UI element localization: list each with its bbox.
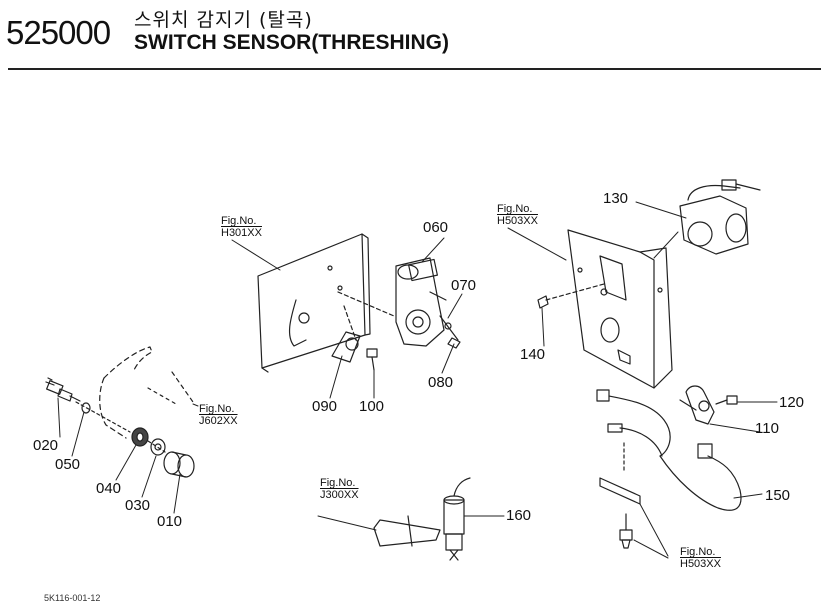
mounting-plate-h503: [567, 229, 673, 389]
part-120-bolt-drawing: [715, 395, 738, 405]
part-label-160: 160: [506, 507, 532, 524]
bottom-bolt-drawing: [619, 513, 633, 549]
part-label-130: 130: [603, 190, 629, 207]
part-030-washer-drawing: [150, 438, 166, 456]
figure-ref-j300: Fig.No. J300XX: [320, 477, 359, 501]
figure-ref-h301: Fig.No. H301XX: [221, 215, 262, 239]
document-id: 5K116-001-12: [44, 593, 101, 603]
part-100-screw-drawing: [366, 348, 378, 371]
diagram-title-korean: 스위치 감지기 (탈곡): [134, 9, 313, 31]
part-040-nut-drawing: [131, 427, 149, 447]
left-group-axis: [75, 401, 166, 453]
part-label-090: 090: [312, 398, 338, 415]
part-090-arm-drawing: [331, 331, 361, 363]
part-130-motor-drawing: [679, 179, 761, 255]
part-150-harness-drawing: [596, 389, 742, 511]
diagram-title-english: SWITCH SENSOR(THRESHING): [134, 31, 449, 54]
part-label-110: 110: [755, 420, 779, 437]
bracket-outline-j602: [99, 346, 194, 439]
bracket-plate-h301: [257, 233, 371, 373]
part-label-150: 150: [765, 487, 791, 504]
part-label-050: 050: [55, 456, 81, 473]
part-020-sensor-drawing: [45, 377, 81, 402]
part-label-060: 060: [423, 219, 449, 236]
leader-lines: [57, 201, 778, 559]
part-label-080: 080: [428, 374, 454, 391]
part-010-cap-drawing: [163, 451, 195, 478]
part-110-switch-drawing: [679, 385, 715, 425]
part-140-bolt-drawing: [537, 283, 605, 309]
part-label-120: 120: [779, 394, 805, 411]
header-rule: [8, 68, 821, 70]
part-160-sensor-drawing: [443, 477, 471, 561]
figure-ref-h503-top: Fig.No. H503XX: [497, 203, 538, 227]
part-label-020: 020: [33, 437, 59, 454]
center-group-axis: [337, 291, 395, 341]
figure-ref-h503-bottom: Fig.No. H503XX: [680, 546, 721, 570]
bracket-j300: [373, 515, 441, 547]
part-label-070: 070: [451, 277, 477, 294]
part-060-switch-drawing: [395, 257, 447, 347]
part-label-140: 140: [520, 346, 546, 363]
part-label-010: 010: [157, 513, 183, 530]
part-070-bolt-drawing: [439, 315, 461, 349]
part-050-washer-drawing: [81, 402, 91, 414]
figure-ref-j602: Fig.No. J602XX: [199, 403, 238, 427]
part-label-030: 030: [125, 497, 151, 514]
part-label-040: 040: [96, 480, 122, 497]
diagram-code: 525000: [6, 14, 111, 51]
part-label-100: 100: [359, 398, 385, 415]
